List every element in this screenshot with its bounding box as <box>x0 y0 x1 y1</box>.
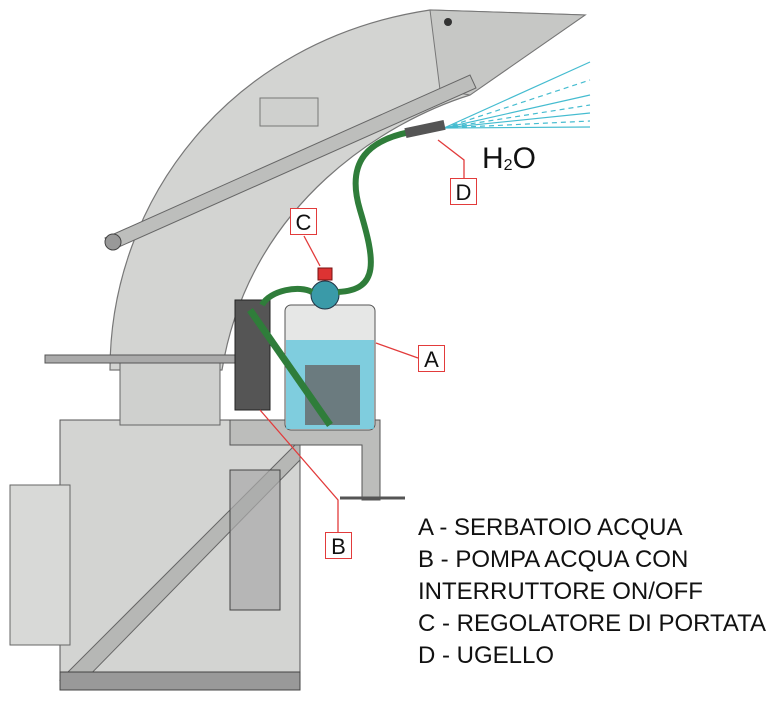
callout-a: A <box>418 345 445 372</box>
callout-b: B <box>325 532 352 559</box>
callout-leaders <box>259 139 465 532</box>
water-label-o: O <box>512 142 536 175</box>
callout-c: C <box>290 208 317 235</box>
water-label: H2O <box>482 142 536 176</box>
pivot-icon <box>104 233 122 251</box>
legend: A - SERBATOIO ACQUA B - POMPA ACQUA CON … <box>418 512 766 672</box>
legend-item-a: A - SERBATOIO ACQUA <box>418 514 683 541</box>
chute-deflector <box>429 9 587 96</box>
legend-item-d: D - UGELLO <box>418 642 555 669</box>
chute-window <box>259 97 319 127</box>
water-label-sub: 2 <box>503 157 513 174</box>
legend-item-b-cont: INTERRUTTORE ON/OFF <box>418 578 703 605</box>
nozzle <box>404 119 446 139</box>
legend-item-c: C - REGOLATORE DI PORTATA <box>418 610 767 637</box>
water-spray <box>443 61 591 129</box>
legend-item-b: B - POMPA ACQUA CON <box>418 546 689 573</box>
flow-regulator <box>310 280 340 310</box>
water-label-h: H <box>482 142 504 175</box>
water-hose <box>259 129 411 307</box>
callout-d: D <box>450 178 477 205</box>
tank-bracket <box>229 419 381 501</box>
engine <box>9 484 71 646</box>
